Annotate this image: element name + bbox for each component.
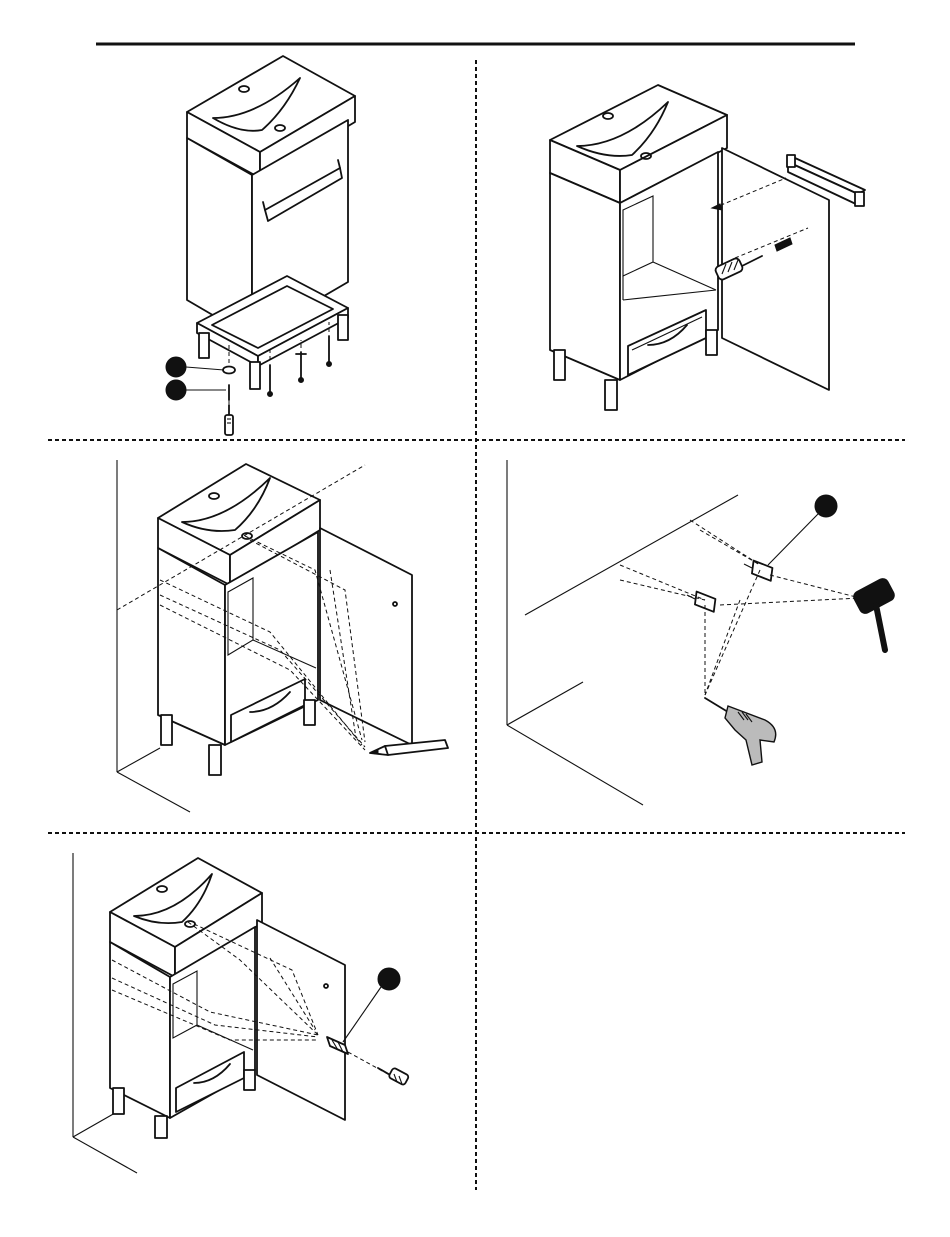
panel-step-door-hinge (550, 85, 865, 410)
callout-marker (166, 380, 226, 400)
callout-marker (768, 495, 837, 565)
panel-step-leg-frame (166, 56, 355, 435)
panel-step-fix-to-wall (73, 853, 409, 1173)
panel-step-mark-wall (117, 460, 448, 812)
wall-anchor-icon (687, 589, 720, 614)
panel-step-drill-wall (507, 460, 896, 805)
panel-empty (480, 840, 900, 1185)
drill-icon (705, 698, 776, 765)
callout-marker (166, 357, 224, 377)
callout-marker (343, 968, 400, 1042)
mallet-icon (852, 576, 897, 650)
screwdriver-icon (225, 405, 233, 435)
washer-icon (223, 367, 235, 374)
screw-icon (378, 1067, 409, 1085)
